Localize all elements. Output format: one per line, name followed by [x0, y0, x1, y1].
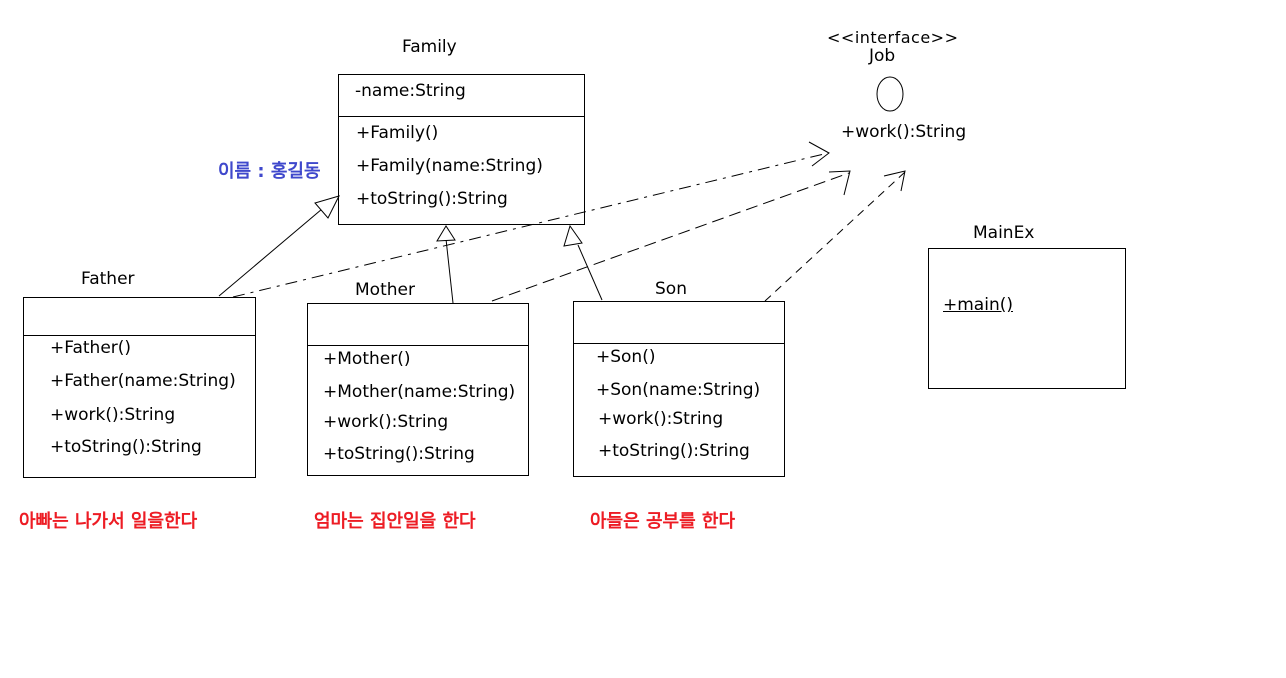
son-method: +Son(): [596, 347, 656, 367]
job-interface-name: Job: [869, 46, 896, 66]
family-method: +Family(name:String): [356, 156, 543, 176]
son-class-name: Son: [655, 279, 687, 299]
son-generalization-arrowhead: [563, 224, 583, 247]
son-method: +Son(name:String): [596, 380, 761, 400]
father-method: +Father(name:String): [50, 371, 236, 391]
father-class-name: Father: [81, 269, 135, 289]
son-method: +work():String: [598, 409, 724, 429]
mainex-class-name: MainEx: [973, 223, 1035, 243]
family-divider: [339, 116, 584, 117]
father-class-box: [23, 297, 256, 478]
mother-note: 엄마는 집안일을 한다: [314, 511, 476, 532]
mother-method: +toString():String: [323, 444, 475, 464]
father-generalization-arrowhead: [314, 195, 340, 219]
mother-realization-arrowhead: [828, 170, 851, 196]
name-note: 이름 : 홍길동: [218, 161, 321, 182]
son-generalization-line: [577, 244, 603, 301]
family-class-name: Family: [402, 37, 457, 57]
interface-circle-icon: [876, 76, 904, 112]
mother-class-name: Mother: [355, 280, 415, 300]
mother-method: +Mother(): [323, 349, 411, 369]
mother-class-box: [307, 303, 529, 476]
son-class-box: [573, 301, 785, 477]
mother-generalization-line: [445, 238, 454, 304]
mother-divider: [308, 345, 528, 346]
son-divider: [574, 343, 784, 344]
son-realization-line: [764, 171, 906, 302]
mother-realization-line: [491, 172, 850, 302]
mainex-class-box: [928, 248, 1126, 389]
son-realization-arrowhead: [883, 170, 906, 192]
father-generalization-line: [218, 208, 323, 297]
son-method: +toString():String: [598, 441, 750, 461]
mainex-method: +main(): [943, 295, 1013, 315]
family-method: +toString():String: [356, 189, 508, 209]
family-attribute: -name:String: [355, 81, 466, 101]
job-stereotype: <<interface>>: [827, 28, 959, 47]
father-realization-arrowhead: [808, 141, 830, 167]
mother-method: +Mother(name:String): [323, 382, 516, 402]
family-method: +Family(): [356, 123, 439, 143]
father-method: +Father(): [50, 338, 132, 358]
father-divider: [24, 335, 255, 336]
father-note: 아빠는 나가서 일을한다: [19, 511, 198, 532]
father-method: +work():String: [50, 405, 176, 425]
mother-method: +work():String: [323, 412, 449, 432]
father-method: +toString():String: [50, 437, 202, 457]
mother-generalization-arrowhead: [436, 225, 456, 242]
job-method: +work():String: [841, 122, 967, 142]
father-realization-line: [232, 152, 829, 298]
family-class-box: [338, 74, 585, 225]
son-note: 아들은 공부를 한다: [590, 511, 736, 532]
